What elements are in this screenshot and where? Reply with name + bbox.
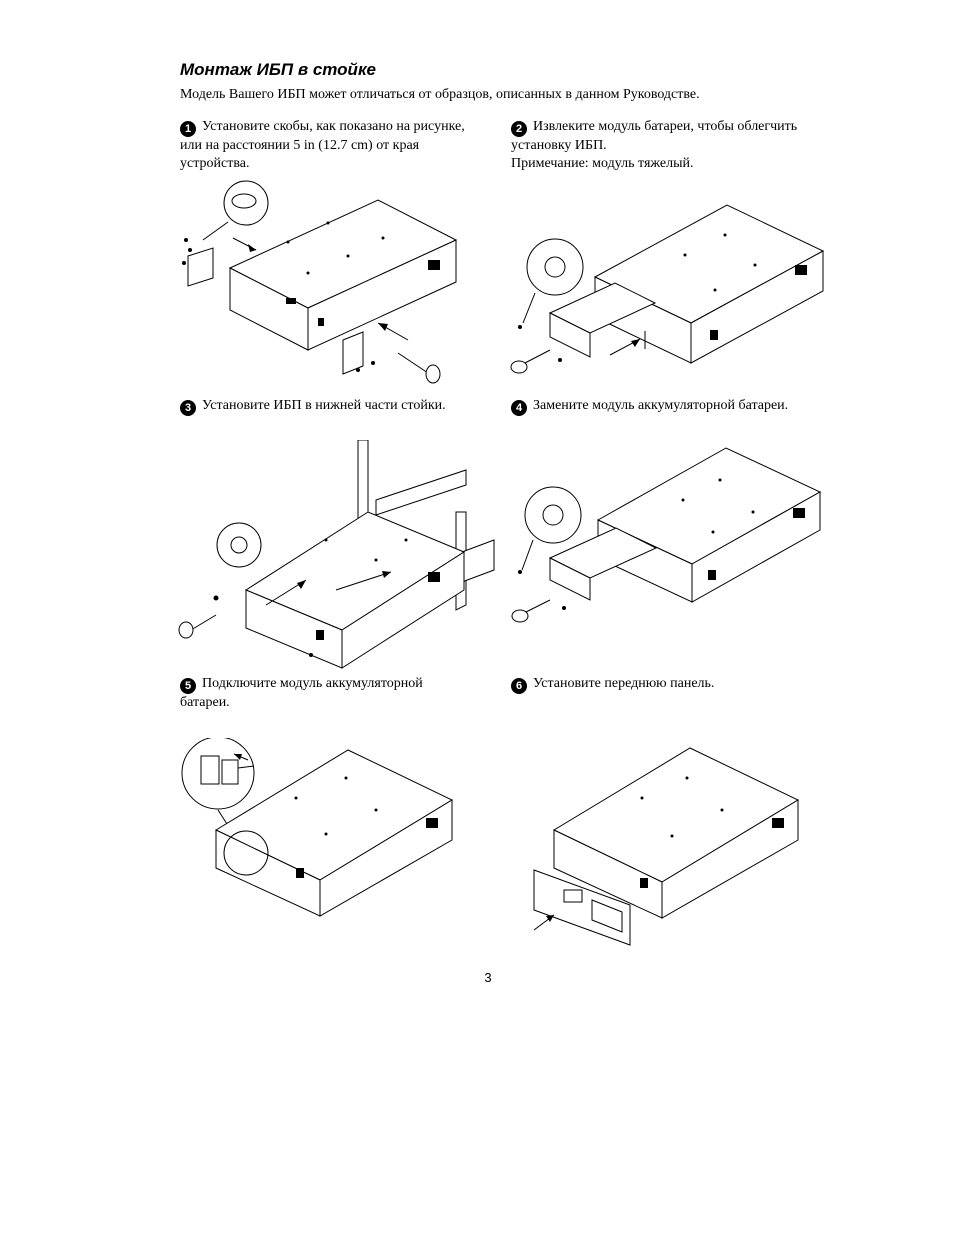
step-number: 3 bbox=[180, 400, 196, 416]
bracket-install-illustration bbox=[182, 180, 458, 384]
page-number: 3 bbox=[484, 970, 492, 985]
step-note: Примечание: модуль тяжелый. bbox=[511, 156, 694, 171]
step-number: 6 bbox=[511, 678, 527, 694]
rack-install-illustration bbox=[178, 440, 495, 669]
step-6: 6 Установите переднюю панель. bbox=[511, 675, 821, 694]
battery-replace-illustration bbox=[511, 447, 822, 623]
step-number: 2 bbox=[511, 121, 527, 137]
battery-connect-illustration bbox=[181, 738, 454, 917]
intro-text: Модель Вашего ИБП может отличаться от об… bbox=[180, 87, 700, 102]
step-text: Установите скобы, как показано на рисунк… bbox=[180, 119, 465, 171]
battery-removal-illustration bbox=[510, 204, 825, 374]
page-title: Монтаж ИБП в стойке bbox=[180, 60, 377, 79]
step-text: Замените модуль аккумуляторной батареи. bbox=[533, 398, 789, 413]
step-text: Установите переднюю панель. bbox=[533, 676, 715, 691]
front-panel-install-illustration bbox=[533, 747, 800, 946]
step-text: Подключите модуль аккумуляторной батареи… bbox=[180, 676, 423, 710]
step-number: 5 bbox=[180, 678, 196, 694]
step-4: 4 Замените модуль аккумуляторной батареи. bbox=[511, 397, 841, 416]
step-text: Установите ИБП в нижней части стойки. bbox=[202, 398, 446, 413]
step-number: 4 bbox=[511, 400, 527, 416]
step-text: Извлеките модуль батареи, чтобы облегчит… bbox=[511, 119, 798, 153]
step-number: 1 bbox=[180, 121, 196, 137]
step-3: 3 Установите ИБП в нижней части стойки. bbox=[180, 397, 490, 416]
